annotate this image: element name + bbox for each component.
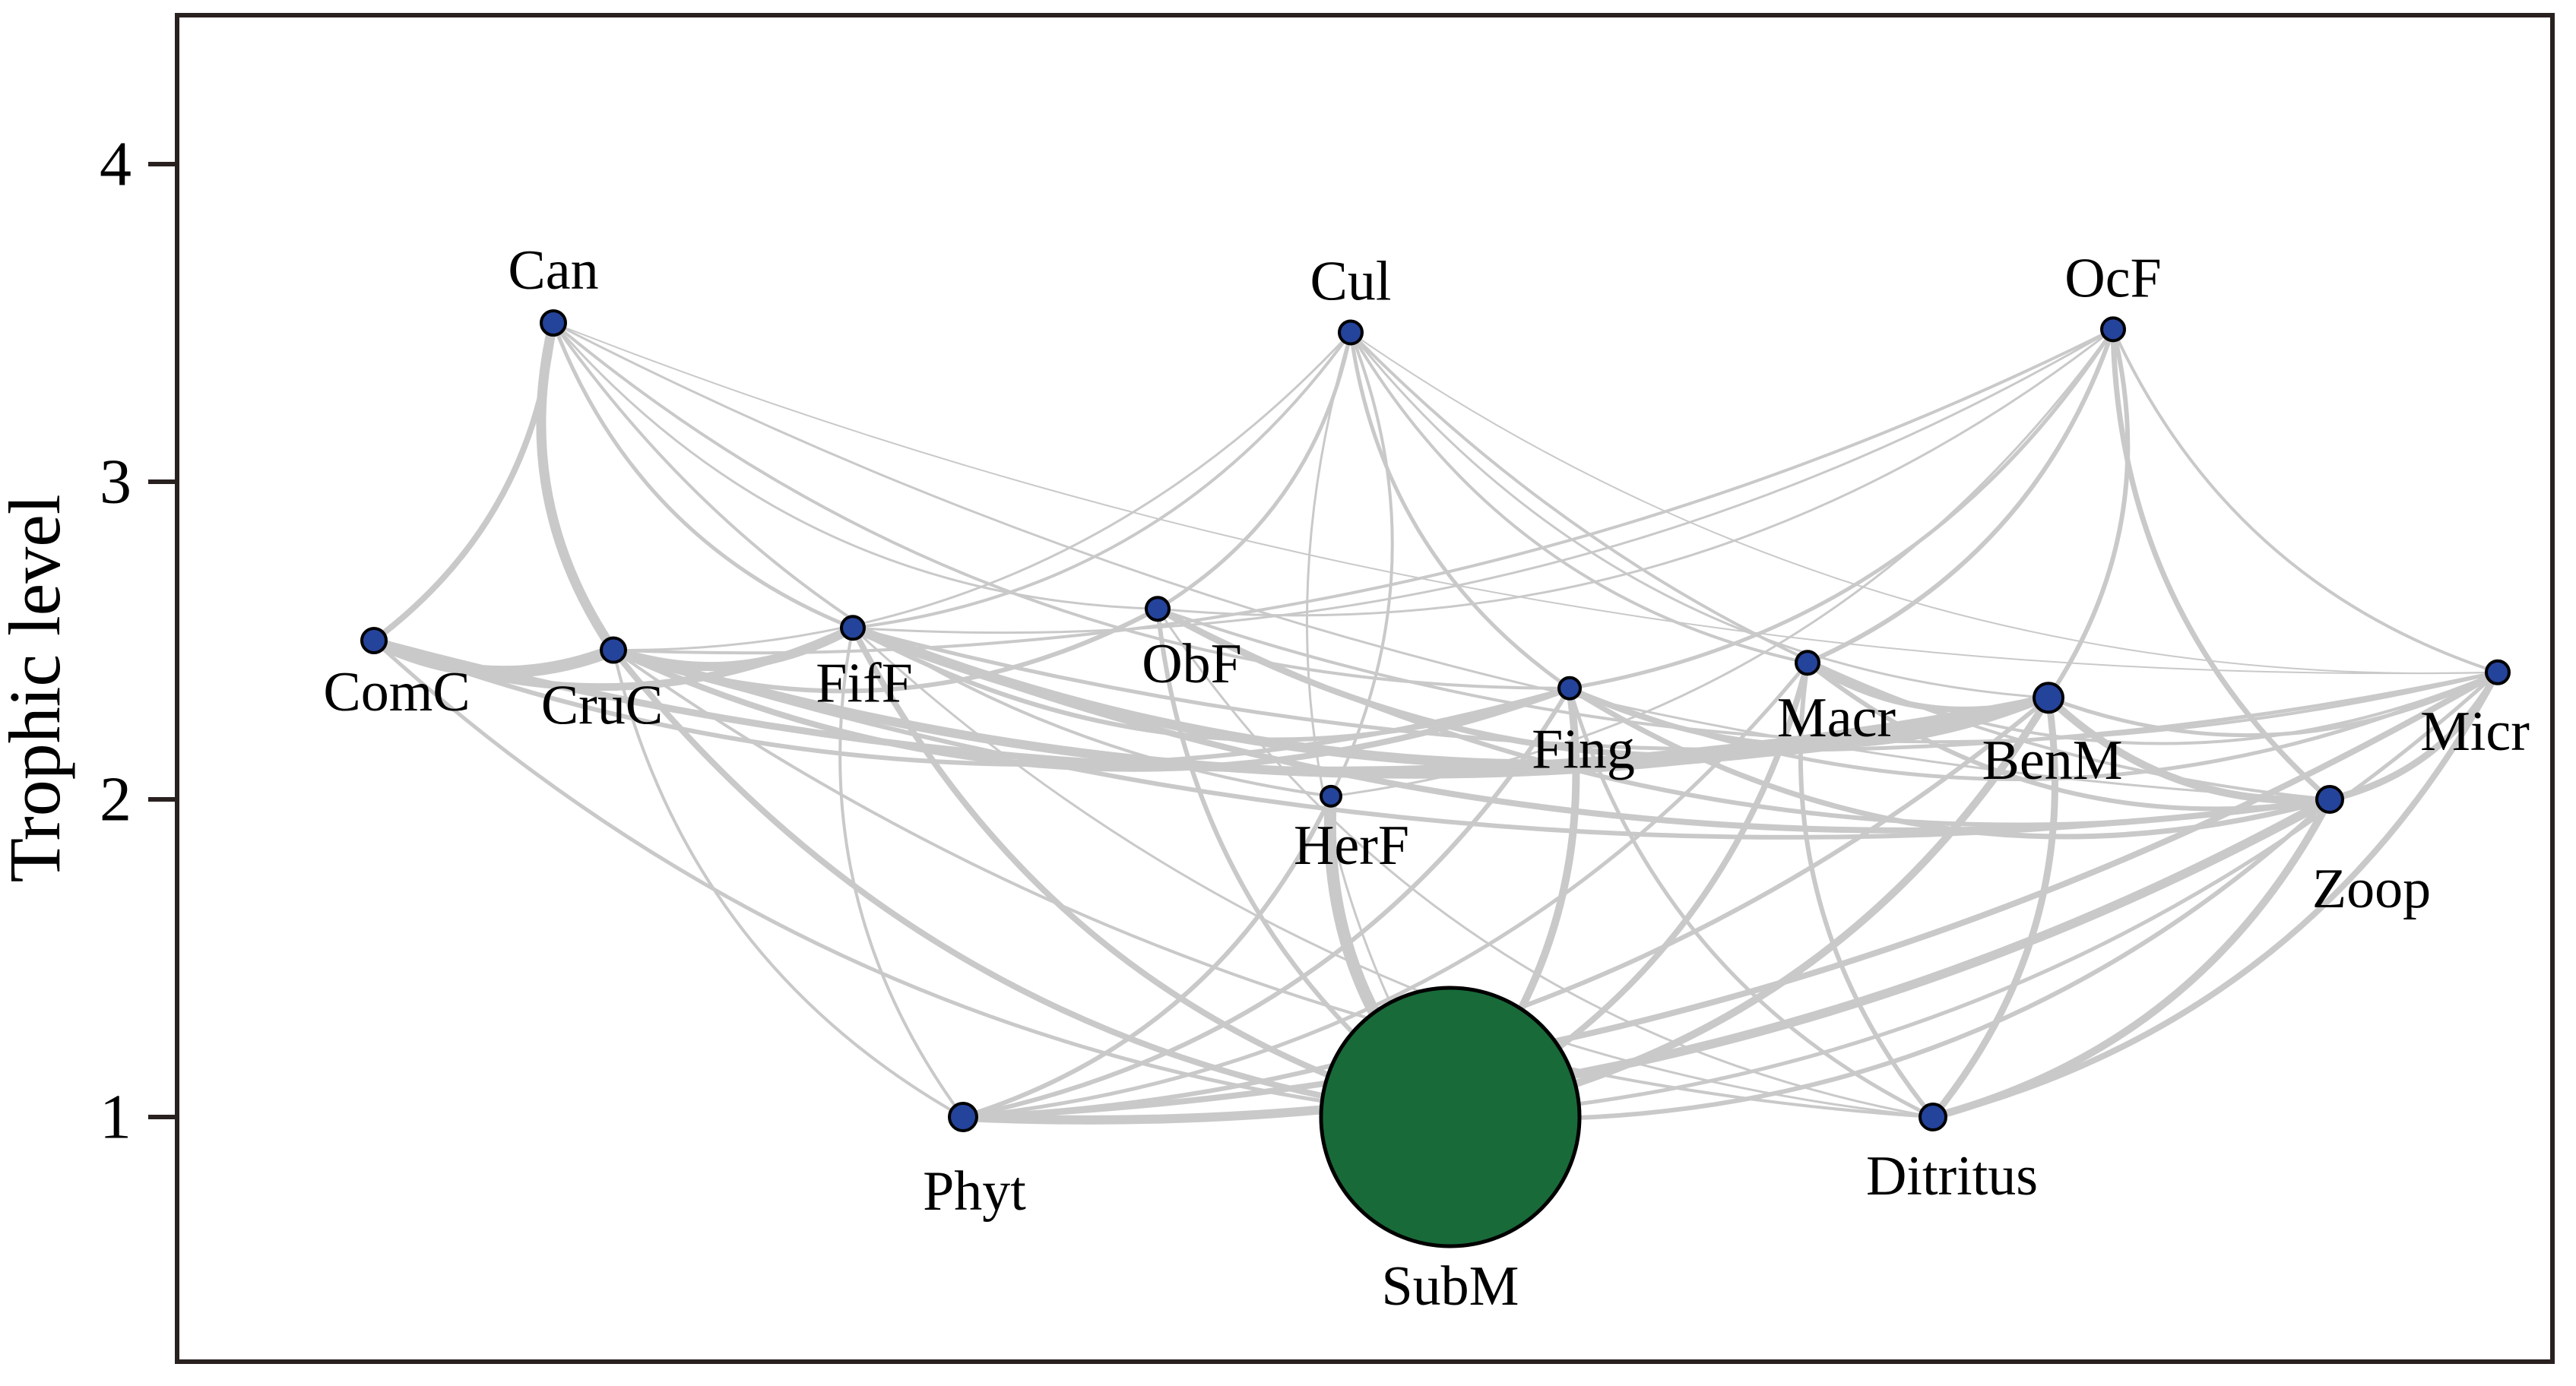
edge-FifF-Cul (851, 331, 1352, 630)
node-label-CruC: CruC (541, 675, 663, 737)
edge-Fing-Cul (1348, 331, 1572, 691)
edge-ObF-Cul (1155, 331, 1353, 611)
nodes-layer (360, 309, 2511, 1248)
node-ComC (360, 627, 388, 654)
edge-Ditritus-FifF (851, 626, 1934, 1119)
edge-Micr-Macr (1806, 661, 2499, 745)
node-Zoop (2315, 785, 2344, 814)
node-label-Phyt: Phyt (923, 1160, 1026, 1223)
node-ObF (1145, 596, 1171, 622)
edge-CruC-Cul (612, 331, 1352, 652)
edge-FifF-Can (551, 321, 855, 630)
edge-Fing-OcF (1567, 327, 2115, 691)
node-Phyt (948, 1102, 978, 1132)
node-FifF (840, 615, 866, 641)
node-Can (540, 309, 567, 337)
y-axis-title: Trophic level (0, 494, 75, 882)
edge-CruC-Can (536, 318, 619, 656)
edge-Ditritus-Macr (1798, 660, 1935, 1119)
edge-Micr-OcF (2112, 328, 2499, 674)
edge-ObF-Can (552, 321, 1159, 610)
edge-Micr-BenM (2046, 670, 2500, 738)
edge-FifF-OcF (851, 328, 2115, 634)
edge-BenM-OcF (2046, 327, 2131, 701)
edge-Ditritus-Micr (1930, 669, 2501, 1120)
axis-layer: 4 3 2 1 (100, 13, 2555, 1364)
edge-Phyt-Zoop (958, 795, 2334, 1125)
edge-SubM-Zoop (1448, 797, 2332, 1122)
node-SubM (1319, 986, 1582, 1248)
edge-BenM-Cul (1349, 331, 2050, 699)
edge-Phyt-Micr (960, 669, 2501, 1120)
edge-Phyt-FifF (838, 626, 965, 1119)
edge-ObF-OcF (1156, 328, 2115, 617)
edges-layer (368, 318, 2502, 1125)
edge-Zoop-Fing (1567, 685, 2333, 840)
edge-Phyt-HerF (961, 793, 1333, 1119)
node-label-Micr: Micr (2420, 701, 2530, 763)
node-HerF (1320, 784, 1342, 808)
y-tick-label: 4 (100, 129, 131, 200)
node-label-OcF: OcF (2064, 247, 2161, 309)
node-OcF (2100, 316, 2126, 343)
edge-Micr-ObF (1156, 607, 2499, 744)
node-label-SubM: SubM (1382, 1255, 1519, 1318)
node-label-HerF: HerF (1294, 815, 1409, 877)
node-label-Cul: Cul (1310, 251, 1392, 313)
node-label-Zoop: Zoop (2312, 858, 2431, 920)
edge-Macr-Cul (1349, 331, 1809, 665)
node-label-ComC: ComC (323, 661, 470, 723)
y-tick-label: 3 (100, 447, 131, 517)
edge-HerF-Cul (1329, 331, 1394, 798)
edge-Micr-Can (553, 322, 2498, 675)
edge-Zoop-BenM (2045, 694, 2334, 805)
node-BenM (2033, 682, 2064, 714)
edge-Ditritus-ObF (1156, 607, 1934, 1119)
plot-border (175, 13, 2555, 1364)
edge-Phyt-Macr (961, 660, 1810, 1119)
node-Ditritus (1919, 1103, 1947, 1131)
node-label-ObF: ObF (1142, 633, 1242, 695)
node-label-BenM: BenM (1982, 729, 2123, 792)
edge-Phyt-Fing (961, 685, 1572, 1119)
edge-Phyt-CruC (612, 648, 965, 1119)
edge-CruC-OcF (612, 328, 2115, 655)
edge-ComC-Can (371, 320, 556, 644)
y-tick-label: 1 (100, 1082, 131, 1153)
edge-Fing-FifF (851, 625, 1572, 742)
edge-Ditritus-BenM (1929, 694, 2058, 1121)
node-CruC (600, 636, 627, 664)
node-Macr (1795, 650, 1820, 676)
node-label-Ditritus: Ditritus (1866, 1145, 2038, 1207)
edge-Micr-Cul (1350, 331, 2498, 675)
node-Micr (2485, 659, 2511, 685)
edge-Macr-OcF (1805, 327, 2115, 666)
edge-Ditritus-Fing (1567, 686, 1935, 1119)
node-Fing (1557, 676, 1582, 701)
edge-Ditritus-CruC (612, 648, 1934, 1119)
y-tick-label: 2 (100, 764, 131, 835)
edge-Micr-FifF (851, 625, 2500, 752)
edge-Phyt-BenM (961, 695, 2051, 1119)
node-label-Macr: Macr (1777, 687, 1896, 749)
edge-SubM-CruC (610, 647, 1453, 1120)
edge-Zoop-Can (552, 321, 2331, 801)
node-label-Can: Can (508, 239, 598, 302)
edge-Zoop-OcF (2110, 326, 2333, 802)
node-Cul (1338, 319, 1364, 346)
edge-Fing-Can (552, 321, 1571, 690)
node-label-FifF: FifF (816, 652, 913, 714)
node-label-Fing: Fing (1532, 719, 1635, 781)
